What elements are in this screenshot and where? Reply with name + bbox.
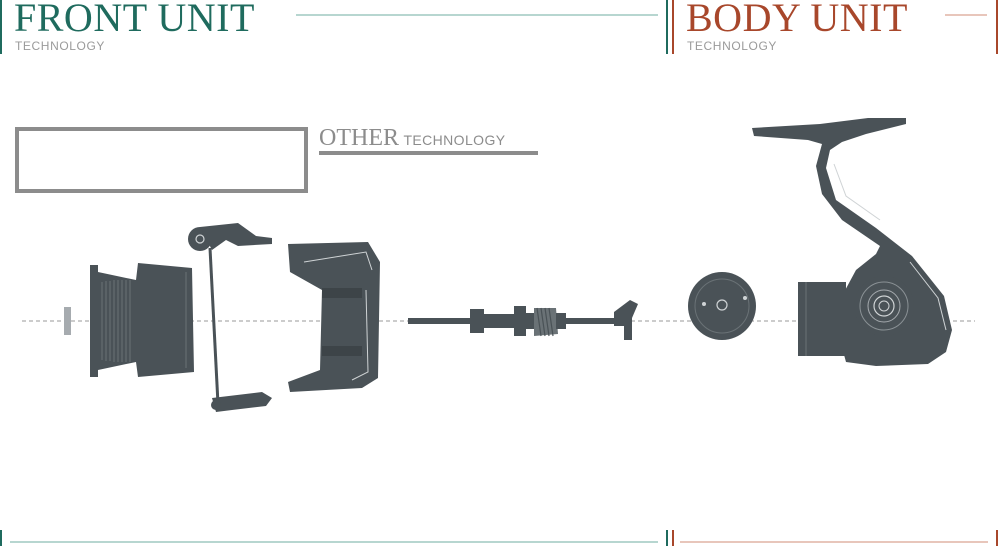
front-unit-subtitle: TECHNOLOGY bbox=[15, 39, 106, 53]
footer-body-line bbox=[680, 541, 988, 543]
body-unit-header-line bbox=[945, 14, 987, 16]
spool-part bbox=[90, 263, 194, 377]
technology-label: TECHNOLOGY bbox=[403, 132, 506, 148]
body-unit-accent-bar bbox=[672, 0, 674, 54]
front-unit-title[interactable]: FRONT UNIT bbox=[14, 0, 255, 40]
front-unit-header-line bbox=[296, 14, 658, 16]
other-technology-underline bbox=[319, 151, 538, 155]
main-shaft-part bbox=[408, 300, 638, 340]
body-unit-divider-bar bbox=[666, 0, 668, 54]
footer-left-bar bbox=[0, 530, 2, 546]
footer-divider-bar-red bbox=[672, 530, 674, 546]
washer-part bbox=[64, 307, 71, 335]
footer-front-line bbox=[10, 541, 658, 543]
front-unit-accent-bar bbox=[0, 0, 2, 54]
bail-arm-part bbox=[188, 223, 272, 412]
body-unit-subtitle: TECHNOLOGY bbox=[687, 39, 778, 53]
rotor-part bbox=[288, 242, 380, 392]
footer-right-bar bbox=[996, 530, 998, 546]
gear-disc-part bbox=[688, 272, 756, 340]
body-unit-title[interactable]: BODY UNIT bbox=[686, 0, 908, 40]
other-label: OTHER bbox=[319, 125, 399, 151]
other-technology-tab[interactable]: OTHER TECHNOLOGY bbox=[319, 125, 505, 152]
footer-divider-bar-green bbox=[666, 530, 668, 546]
other-technology-box[interactable] bbox=[15, 127, 308, 193]
right-edge-bar bbox=[996, 0, 998, 54]
reel-body-part bbox=[752, 118, 952, 366]
